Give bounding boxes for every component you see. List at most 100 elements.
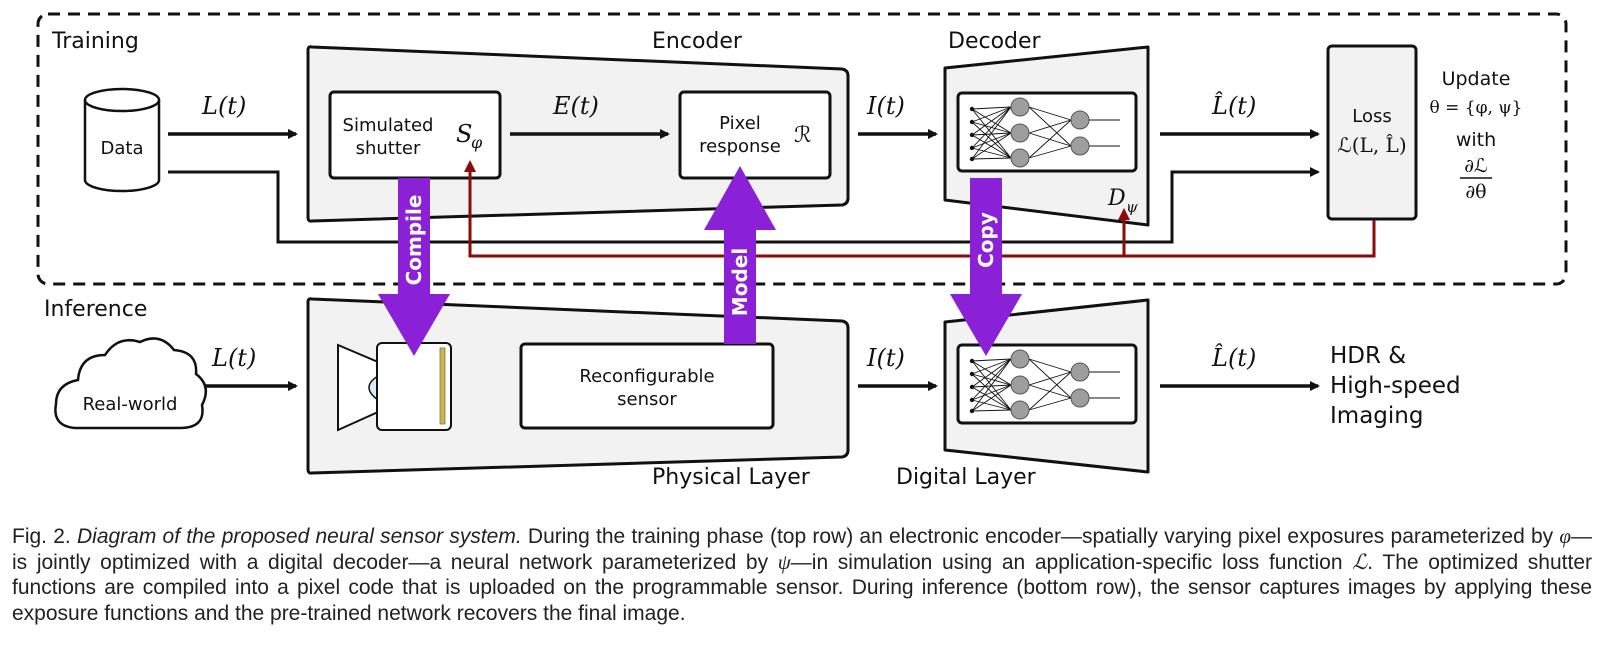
i-t-training-label: I(t) <box>866 92 905 120</box>
network-edge <box>1028 371 1072 411</box>
network-edge <box>971 409 1012 412</box>
network-edge <box>1028 119 1072 134</box>
network-edge <box>971 121 1012 159</box>
s-phi-symbol: S <box>456 120 472 148</box>
caption-part-3: —in simulation using an application-spec… <box>790 550 1353 574</box>
network-edge <box>971 106 1012 110</box>
network-input-node <box>969 106 975 112</box>
network-edge <box>1028 358 1072 373</box>
network-hidden-node <box>1010 375 1030 395</box>
network-input-node <box>969 384 975 390</box>
hdr-label-2: High-speed <box>1330 373 1461 399</box>
training-frame <box>36 12 1568 286</box>
figure-caption: Fig. 2. Diagram of the proposed neural s… <box>12 524 1592 626</box>
data-cylinder: Data <box>83 87 161 193</box>
network-edge <box>971 358 1012 401</box>
network-edge <box>971 358 1012 362</box>
hdr-label-1: HDR & <box>1330 343 1406 369</box>
network-edge <box>971 106 1012 149</box>
network-edge <box>971 358 1012 388</box>
network-edge <box>971 384 1012 401</box>
camera-sensor-icon <box>337 342 452 432</box>
physical-layer-label: Physical Layer <box>652 465 811 490</box>
loss-function: ℒ(L, L̂) <box>1337 133 1406 157</box>
caption-loss-symbol: ℒ <box>1352 549 1368 574</box>
compile-arrow <box>378 178 450 356</box>
gradient-numerator: ∂ℒ <box>1464 155 1488 177</box>
network-edge <box>971 106 1012 160</box>
decoder-network <box>956 91 1138 173</box>
caption-part-4: . The optimized shutter functions are co… <box>12 550 1592 625</box>
i-t-inference-label: I(t) <box>866 344 905 372</box>
reconfigurable-sensor-label-1: Reconfigurable <box>579 366 714 387</box>
network-edge <box>1028 106 1072 121</box>
d-psi-subscript: ψ <box>1126 198 1138 216</box>
network-edge <box>971 132 1012 149</box>
simulated-shutter-label-1: Simulated <box>343 115 434 136</box>
network-edge <box>971 106 1012 123</box>
compile-label: Compile <box>402 195 426 286</box>
caption-part-2: —is jointly optimized with a digital dec… <box>12 525 1592 574</box>
network-input-node <box>969 397 975 403</box>
network-edge <box>1028 371 1072 386</box>
real-world-cloud: Real-world <box>54 337 208 430</box>
model-label: Model <box>728 248 752 316</box>
network-edge <box>971 384 1012 388</box>
network-edge <box>971 132 1012 136</box>
gradient-denominator: ∂θ <box>1465 181 1486 203</box>
network-hidden-node <box>1070 388 1090 408</box>
network-frame <box>956 343 1138 425</box>
network-hidden-node <box>1010 123 1030 143</box>
data-label: Data <box>101 138 144 159</box>
network-frame <box>956 91 1138 173</box>
pixel-response-label-1: Pixel <box>719 113 761 134</box>
encoder-label: Encoder <box>652 29 743 54</box>
network-edge <box>971 373 1012 411</box>
network-hidden-node <box>1070 136 1090 156</box>
neural-sensor-diagram: Training Inference Encoder Decoder Physi… <box>36 12 1568 490</box>
loss-label: Loss <box>1352 106 1391 127</box>
digital-layer-label: Digital Layer <box>896 465 1037 490</box>
network-hidden-node <box>1010 97 1030 117</box>
network-hidden-node <box>1010 148 1030 168</box>
network-hidden-node <box>1010 400 1030 420</box>
decoder-label: Decoder <box>948 29 1042 54</box>
e-t-label: E(t) <box>552 92 599 120</box>
l-t-training-label: L(t) <box>201 92 246 120</box>
network-edge <box>1028 145 1072 159</box>
pixel-response-label-2: response <box>699 136 781 157</box>
network-edge <box>1028 397 1072 411</box>
network-edge <box>971 132 1012 160</box>
theta-expression: θ = {φ, ψ} <box>1430 98 1523 118</box>
lhat-t-inference-label: L̂(t) <box>1211 344 1256 372</box>
network-input-node <box>969 145 975 151</box>
s-phi-subscript: φ <box>471 133 483 152</box>
gradient-feedback-line <box>464 160 1376 258</box>
caption-psi: ψ <box>777 549 791 574</box>
caption-title: Diagram of the proposed neural sensor sy… <box>76 525 522 548</box>
network-hidden-node <box>1010 349 1030 369</box>
reconfigurable-sensor-label-2: sensor <box>617 389 677 410</box>
inference-label: Inference <box>44 297 147 322</box>
network-input-node <box>969 132 975 138</box>
caption-part-1: During the training phase (top row) an e… <box>521 525 1560 548</box>
network-edge <box>971 358 1012 375</box>
d-psi-symbol: D <box>1107 186 1126 211</box>
hdr-label-3: Imaging <box>1330 403 1423 429</box>
r-symbol: ℛ <box>794 123 812 148</box>
digital-network <box>956 343 1138 425</box>
real-world-label: Real-world <box>83 394 178 415</box>
copy-arrow <box>950 178 1022 356</box>
network-edge <box>971 106 1012 136</box>
lhat-t-training-label: L̂(t) <box>1211 92 1256 120</box>
simulated-shutter-label-2: shutter <box>356 138 421 159</box>
loss-box <box>1326 44 1418 221</box>
pixel-response-box <box>678 90 832 180</box>
caption-phi: φ <box>1559 524 1571 548</box>
reconfigurable-sensor-box <box>519 342 775 430</box>
network-hidden-node <box>1070 110 1090 130</box>
network-input-node <box>969 119 975 125</box>
update-label: Update <box>1442 68 1511 90</box>
l-t-inference-label: L(t) <box>211 344 256 372</box>
copy-label: Copy <box>974 212 998 268</box>
